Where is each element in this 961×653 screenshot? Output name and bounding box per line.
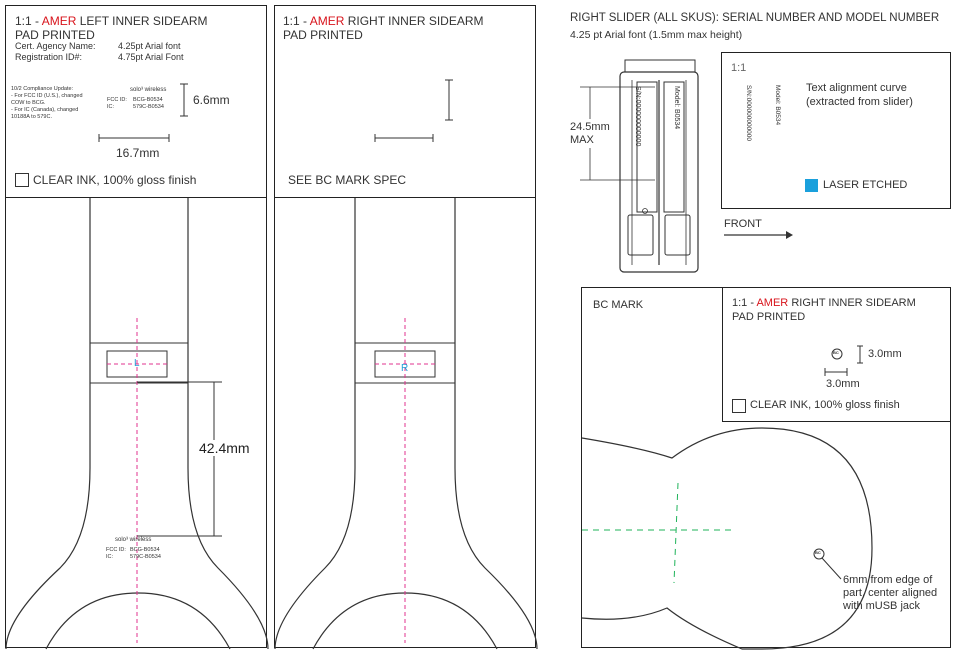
- fcc-value: BCG-B0534: [133, 97, 163, 103]
- pad-letter-r: R: [401, 363, 409, 374]
- ic-value: 579C-B0534: [133, 104, 164, 110]
- compliance-line: 10/2 Compliance Update:: [11, 86, 74, 92]
- amer-label: AMER: [41, 14, 77, 28]
- bc-callout-line: with mUSB jack: [843, 600, 921, 612]
- right-spec-title: 1:1 - AMER RIGHT INNER SIDEARM: [283, 15, 484, 27]
- inset-model-text: Model: B0534: [774, 85, 781, 126]
- compliance-line: - For IC (Canada), changed: [11, 107, 79, 113]
- dim-height-label: 6.6mm: [193, 93, 230, 107]
- compliance-line: - For FCC ID (U.S.), changed: [11, 93, 83, 99]
- clear-ink-swatch: [15, 173, 29, 187]
- slider-model-text: Model: B0534: [673, 86, 680, 130]
- bc-inset-title: 1:1 - AMER RIGHT INNER SIDEARM: [732, 298, 916, 309]
- right-sidearm-outline: [274, 198, 538, 650]
- compliance-line: 10188A to 579C.: [11, 114, 52, 120]
- dim-distance-label: 42.4mm: [199, 440, 250, 456]
- left-spec-dimensions: [98, 83, 188, 142]
- part-fcc-value: BCG-B0534: [130, 547, 160, 553]
- front-label: FRONT: [724, 218, 762, 230]
- part-ic-value: 579C-B0534: [130, 554, 161, 560]
- bc-clear-ink-swatch: [732, 399, 746, 413]
- cert-value: 4.25pt Arial font: [118, 41, 181, 51]
- bc-mark-glyph: BC: [815, 550, 821, 555]
- left-spec-title-line2: PAD PRINTED: [15, 28, 95, 42]
- bc-callout: 6mm from edge of part, center aligned wi…: [843, 574, 937, 613]
- bc-callout-line: 6mm from edge of: [843, 574, 933, 586]
- right-spec-title-line2: PAD PRINTED: [283, 28, 363, 42]
- inset-scale: 1:1: [731, 62, 747, 74]
- laser-etched-label: LASER ETCHED: [823, 179, 908, 191]
- bc-part-drawing: [581, 427, 873, 650]
- bc-dim-width-label: 3.0mm: [826, 378, 860, 390]
- title-rest: RIGHT INNER SIDEARM: [347, 14, 484, 28]
- clear-ink-note: CLEAR INK, 100% gloss finish: [33, 173, 197, 187]
- alignment-note-line2: (extracted from slider): [806, 96, 913, 108]
- bc-inset-glyph: BC: [833, 350, 839, 355]
- slider-dim-label: 24.5mm: [570, 121, 610, 133]
- scale-prefix: 1:1 -: [15, 14, 40, 28]
- dim-width-label: 16.7mm: [116, 146, 160, 160]
- compliance-note: 10/2 Compliance Update: - For FCC ID (U.…: [11, 86, 83, 121]
- left-part-panel: L 42.4mm solo³ wireless FCC ID: BCG-B053…: [5, 197, 269, 650]
- bc-spec-inset: 1:1 - AMER RIGHT INNER SIDEARM PAD PRINT…: [722, 287, 951, 422]
- amer-label: AMER: [756, 297, 789, 309]
- bc-mark-title: BC MARK: [593, 299, 644, 311]
- left-spec-title: 1:1 - AMER LEFT INNER SIDEARM: [15, 15, 208, 27]
- bc-callout-line: part, center aligned: [843, 587, 938, 599]
- slider-dim-max: MAX: [570, 134, 594, 146]
- amer-label: AMER: [309, 14, 345, 28]
- title-rest: RIGHT INNER SIDEARM: [791, 297, 916, 309]
- bc-inset-title-line2: PAD PRINTED: [732, 311, 806, 323]
- compliance-line: COW to BCG.: [11, 100, 46, 106]
- part-fcc-label: FCC ID:: [106, 547, 126, 553]
- laser-etched-swatch: [805, 179, 818, 192]
- right-part-panel: R: [274, 197, 538, 650]
- slider-subheading: 4.25 pt Arial font (1.5mm max height): [570, 29, 743, 41]
- fcc-label: FCC ID:: [107, 97, 127, 103]
- text-alignment-inset: 1:1 S/N:000000000000 Model: B0534 Text a…: [721, 52, 951, 209]
- see-bc-spec-note: SEE BC MARK SPEC: [288, 173, 407, 187]
- right-spec-panel: 1:1 - AMER RIGHT INNER SIDEARM PAD PRINT…: [274, 5, 536, 198]
- title-rest: LEFT INNER SIDEARM: [79, 14, 208, 28]
- slider-heading: RIGHT SLIDER (ALL SKUS): SERIAL NUMBER A…: [570, 12, 940, 24]
- right-spec-dimensions: [374, 79, 453, 142]
- part-ic-label: IC:: [106, 554, 114, 560]
- inset-serial-text: S/N:000000000000: [745, 85, 752, 142]
- brand-mark: solo³ wireless: [130, 87, 167, 93]
- scale-prefix: 1:1 -: [732, 297, 755, 309]
- slider-serial-text: S/N:000000000000: [634, 86, 641, 147]
- bc-clear-ink-note: CLEAR INK, 100% gloss finish: [750, 399, 900, 411]
- alignment-note-line1: Text alignment curve: [806, 82, 907, 94]
- pad-letter-l: L: [134, 358, 140, 369]
- cert-label: Cert. Agency Name:: [15, 41, 96, 51]
- bc-dim-height-label: 3.0mm: [868, 348, 902, 360]
- reg-label: Registration ID#:: [15, 52, 83, 62]
- ic-label: IC:: [107, 104, 115, 110]
- scale-prefix: 1:1 -: [283, 14, 308, 28]
- bc-inset-dimensions: [824, 345, 863, 376]
- part-brand-mark: solo³ wireless: [115, 537, 152, 543]
- left-sidearm-outline: [5, 198, 269, 650]
- left-spec-panel: 1:1 - AMER LEFT INNER SIDEARM PAD PRINTE…: [5, 5, 267, 198]
- reg-value: 4.75pt Arial Font: [118, 52, 184, 62]
